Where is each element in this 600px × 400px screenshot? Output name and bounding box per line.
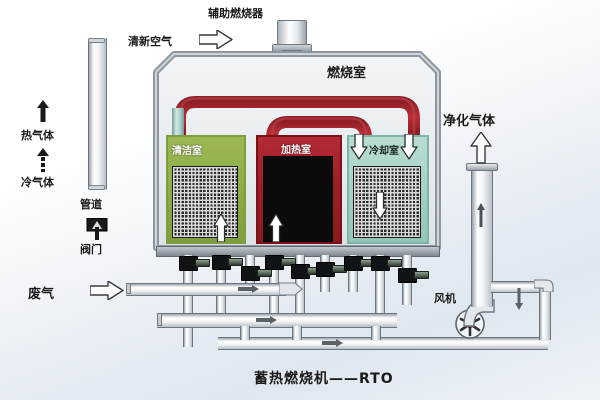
flow-arrow-return-icon bbox=[322, 339, 343, 347]
chamber-heating-label: 加热室 bbox=[281, 145, 311, 156]
fresh-air-label: 清新空气 bbox=[128, 35, 172, 48]
return-riser-right bbox=[539, 285, 551, 340]
drop-leg-3 bbox=[371, 326, 381, 340]
waste-gas-header-elbow bbox=[279, 282, 303, 296]
flow-arrow-header-lower-icon bbox=[256, 316, 277, 324]
exhaust-stack-cap bbox=[466, 163, 498, 171]
clean-chamber-upflow-arrow-icon bbox=[213, 214, 229, 242]
return-elbow-right bbox=[534, 279, 554, 292]
drop-leg-1 bbox=[240, 326, 250, 340]
main-header-lower bbox=[157, 313, 397, 328]
hot-gas-duct-inner bbox=[266, 116, 372, 164]
waste-gas-label: 废气 bbox=[28, 287, 55, 302]
chamber-cooling-label: 冷却室 bbox=[369, 146, 399, 157]
purified-gas-arrow-icon bbox=[470, 132, 492, 164]
valve-stem-4[interactable] bbox=[281, 258, 296, 266]
legend-pipeline-cap-bottom bbox=[88, 185, 105, 190]
auxiliary-burner-label: 辅助燃烧器 bbox=[208, 7, 263, 20]
hot-gas-arrow-icon bbox=[37, 100, 49, 122]
valve-stem-2[interactable] bbox=[228, 258, 243, 266]
legend-pipeline-label: 管道 bbox=[80, 198, 102, 211]
legend-valve-icon bbox=[86, 218, 108, 240]
legend-pipeline-cap-top bbox=[88, 38, 105, 43]
flow-arrow-header-upper-icon bbox=[238, 285, 259, 293]
waste-gas-arrow-icon bbox=[90, 281, 124, 300]
chamber-clean-label: 清洁室 bbox=[172, 146, 202, 157]
valve-stem-8[interactable] bbox=[387, 259, 402, 267]
legend-pipeline-sample bbox=[88, 38, 107, 190]
combustion-chamber-label: 燃烧室 bbox=[327, 66, 367, 81]
riser-pipe-8 bbox=[375, 255, 385, 327]
cooling-downflow-arrow-icon bbox=[372, 192, 388, 220]
riser-pipe-7 bbox=[348, 255, 358, 292]
riser-pipe-1 bbox=[183, 255, 193, 347]
fresh-air-arrow-icon bbox=[199, 30, 233, 49]
valve-stem-9[interactable] bbox=[414, 271, 429, 279]
main-header-cap bbox=[157, 313, 162, 326]
fan-label: 风机 bbox=[434, 292, 456, 305]
valve-stem-1[interactable] bbox=[195, 259, 210, 267]
legend-hot-gas-label: 热气体 bbox=[21, 129, 54, 142]
cold-gas-arrow-icon bbox=[37, 148, 49, 172]
chamber-clean-media bbox=[172, 166, 238, 238]
cooling-inlet-arrow-left-icon bbox=[350, 134, 368, 160]
return-header-bottom bbox=[218, 337, 548, 350]
diagram-title: 蓄热燃烧机——RTO bbox=[254, 371, 394, 387]
valve-stem-3[interactable] bbox=[257, 269, 272, 277]
chamber-cooling-media bbox=[353, 166, 421, 238]
exhaust-stack bbox=[471, 167, 493, 307]
drop-leg-2 bbox=[292, 326, 302, 340]
purified-gas-label: 净化气体 bbox=[443, 114, 496, 129]
legend-cold-gas-label: 冷气体 bbox=[21, 176, 54, 189]
waste-gas-header-upper bbox=[126, 283, 286, 296]
auxiliary-burner-body bbox=[277, 20, 307, 48]
waste-gas-header-cap bbox=[126, 283, 131, 294]
heating-chamber-upflow-arrow-icon bbox=[268, 214, 284, 242]
return-flow-arrow-icon bbox=[515, 288, 523, 310]
cooling-inlet-arrow-right-icon bbox=[400, 134, 418, 160]
legend-valve-label: 阀门 bbox=[80, 243, 102, 256]
stack-flow-arrow-icon bbox=[477, 203, 485, 227]
